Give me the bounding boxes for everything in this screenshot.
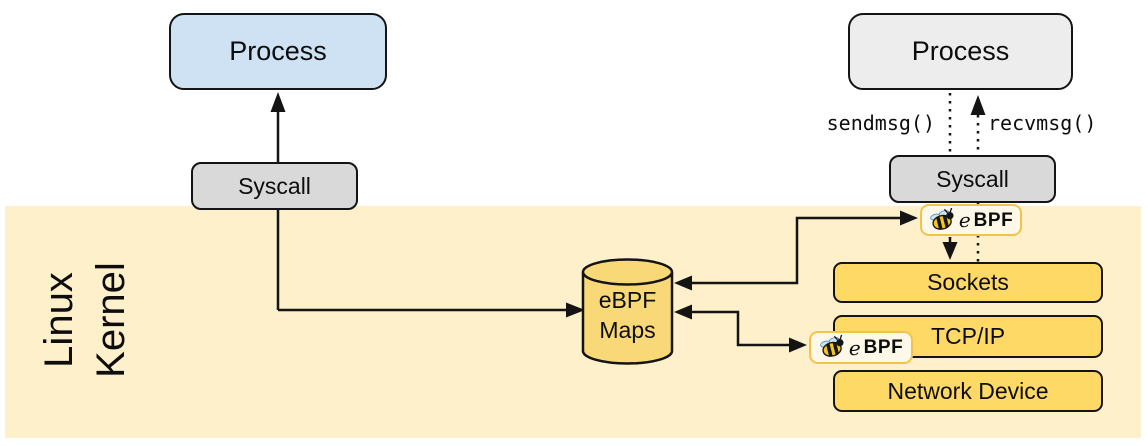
process-box-right: Process — [848, 13, 1073, 90]
arrowhead-down-sockets — [942, 242, 958, 260]
arrowhead-into-maps-lower-right — [674, 304, 692, 320]
process-left-label: Process — [229, 36, 327, 66]
arrowhead-into-maps-left — [566, 302, 585, 318]
sockets-label: Sockets — [927, 269, 1009, 295]
linux-kernel-label-line1: Linux — [37, 272, 81, 368]
ebpf-bee-icon — [819, 335, 844, 358]
arrowhead-into-tcpip-hook — [789, 337, 807, 353]
ebpf-maps-label-line2: Maps — [599, 317, 656, 343]
syscall-box-left: Syscall — [191, 162, 358, 210]
ebpf-maps-label-line1: eBPF — [598, 287, 657, 313]
maps-to-tcpip-hook-line — [690, 310, 791, 347]
ebpf-hook-syscall-bpf: BPF — [973, 209, 1014, 231]
arrowhead-into-syscall-hook — [900, 210, 918, 226]
ebpf-bee-icon — [929, 207, 954, 231]
solid-connectors — [276, 111, 952, 347]
arrowheads — [270, 92, 986, 353]
ebpf-hook-tcpip-e: e — [848, 335, 861, 360]
process-box-left: Process — [169, 13, 387, 90]
process-right-label: Process — [911, 36, 1010, 66]
tcpip-label: TCP/IP — [930, 323, 1006, 349]
syscall-left-label: Syscall — [238, 172, 311, 199]
linux-kernel-label: Linux Kernel — [33, 245, 139, 395]
sockets-box: Sockets — [833, 262, 1103, 303]
syscall-box-right: Syscall — [889, 155, 1056, 203]
network-device-label: Network Device — [887, 377, 1049, 404]
sendmsg-label: sendmsg() — [826, 111, 935, 135]
ebpf-hook-syscall-e: e — [958, 208, 971, 232]
arrowhead-into-maps-upper-right — [674, 275, 692, 291]
ebpf-maps-cylinder — [581, 258, 674, 365]
arrowhead-up-process-left — [270, 92, 286, 112]
linux-kernel-label-line2: Kernel — [89, 262, 133, 378]
maps-to-syscall-hook-line — [690, 216, 901, 285]
network-device-box: Network Device — [833, 370, 1103, 412]
ebpf-maps-label: eBPF Maps — [583, 285, 672, 345]
arrowhead-up-process-right — [970, 95, 986, 115]
ebpf-hook-tcpip-bpf: BPF — [863, 337, 904, 358]
syscall-right-label: Syscall — [936, 165, 1009, 192]
recvmsg-label: recvmsg() — [988, 111, 1097, 135]
